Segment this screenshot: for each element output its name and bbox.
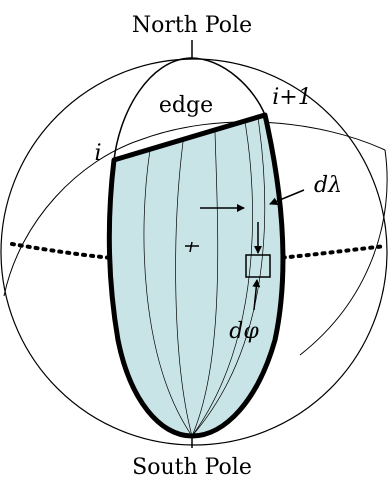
south-pole-label: South Pole — [132, 455, 252, 480]
cell-boundary — [106, 112, 286, 439]
tilted-circle-right — [299, 149, 388, 356]
north-pole-label: North Pole — [132, 13, 252, 38]
d-phi-label: dφ — [229, 319, 259, 344]
vertex-i-label: i — [94, 141, 101, 166]
tilted-circle — [3, 121, 386, 297]
d-phi-arrow-bottom — [252, 279, 261, 311]
meridian-line — [175, 141, 193, 437]
meridian-line — [191, 117, 266, 437]
center-mark — [185, 241, 199, 253]
vertex-i-plus-1-label: i+1 — [272, 85, 311, 110]
north-meridian-arch — [113, 57, 266, 161]
area-element — [245, 254, 271, 278]
sphere-outline — [0, 58, 388, 446]
meridian-line — [191, 131, 219, 437]
meridian-line — [143, 149, 193, 437]
d-lambda-arrow-right — [269, 189, 305, 206]
edge-label: edge — [159, 93, 213, 118]
d-lambda-label: dλ — [314, 173, 342, 198]
meridian-line — [191, 121, 253, 437]
